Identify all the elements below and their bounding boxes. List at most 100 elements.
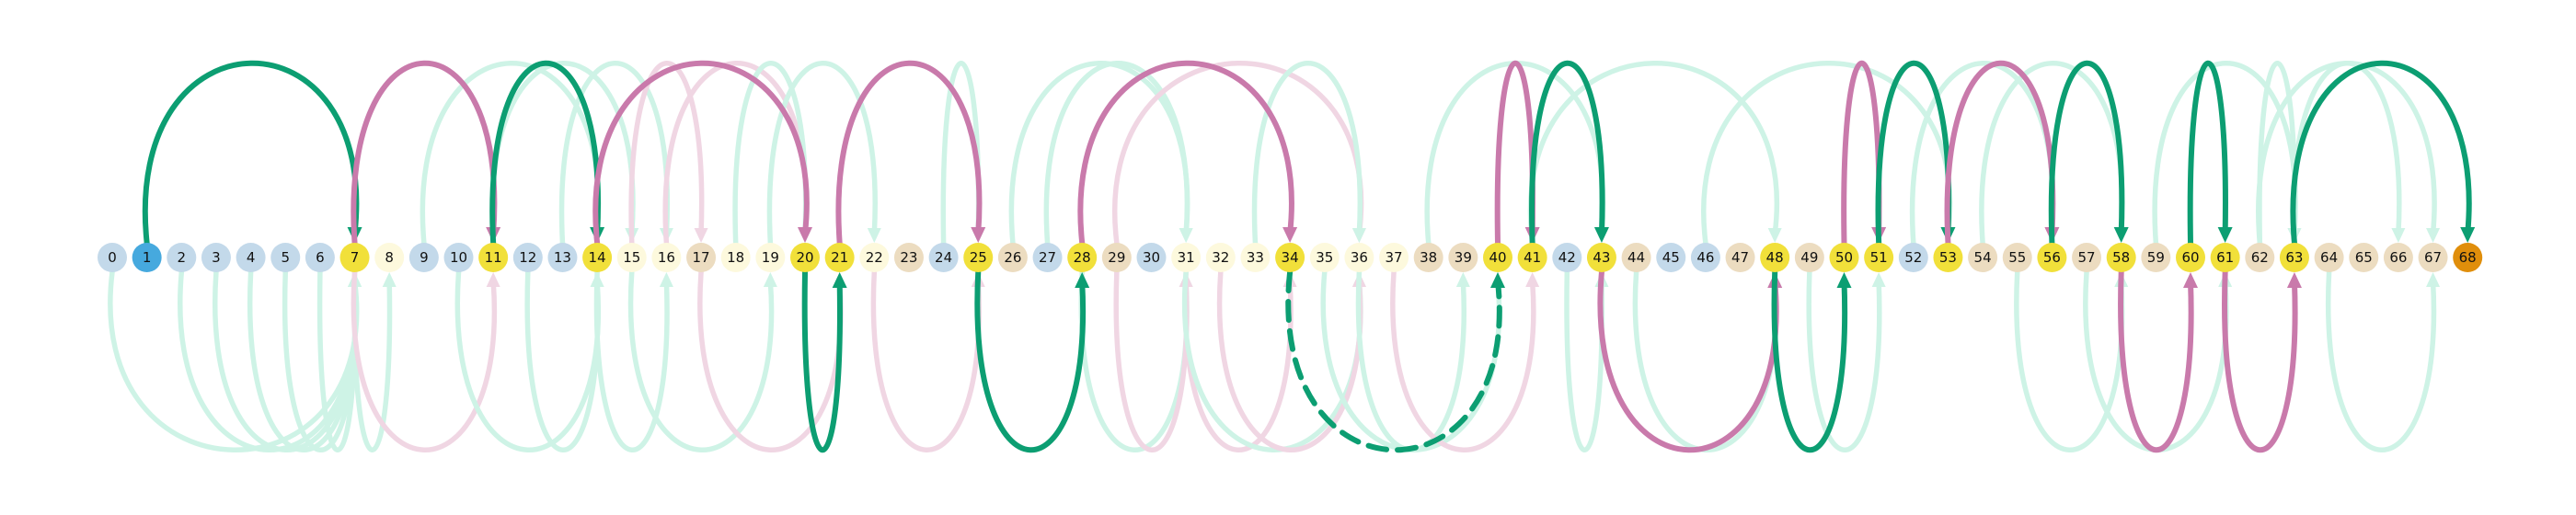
node-circle: [512, 243, 543, 272]
node-label: 7: [351, 249, 360, 266]
node-11: 11: [478, 243, 509, 272]
node-64: 64: [2314, 243, 2344, 272]
edge-41-to-48: [1527, 61, 1779, 246]
node-circle: [859, 243, 890, 272]
node-32: 32: [1205, 243, 1236, 272]
node-circle: [236, 243, 266, 272]
node-circle: [1101, 243, 1132, 272]
node-label: 56: [2043, 249, 2061, 266]
node-label: 31: [1178, 249, 1195, 266]
edge-arrowhead-60-to-61: [2217, 227, 2233, 243]
node-circle: [1517, 243, 1547, 272]
edge-19-to-22: [766, 61, 878, 246]
edge-arrowhead-7-to-8: [382, 272, 397, 287]
edge-arrowhead-49-to-51: [1871, 272, 1886, 287]
node-12: 12: [512, 243, 543, 272]
node-label: 36: [1351, 249, 1368, 266]
edge-42-to-43: [1564, 269, 1605, 452]
edge-46-to-53: [1701, 61, 1953, 246]
edge-1-to-7: [142, 60, 360, 246]
node-label: 47: [1731, 249, 1749, 266]
edge-22-to-25: [870, 269, 982, 452]
node-circle: [374, 243, 405, 272]
node-label: 2: [178, 249, 187, 266]
node-circle: [2002, 243, 2032, 272]
node-circle: [1067, 243, 1098, 272]
edge-arrowhead-64-to-67: [2426, 272, 2441, 287]
node-56: 56: [2037, 243, 2067, 272]
node-circle: [1794, 243, 1824, 272]
node-label: 12: [519, 249, 536, 266]
edge-63-to-66: [2291, 61, 2402, 246]
node-circle: [997, 243, 1028, 272]
node-circle: [1032, 243, 1063, 272]
node-24: 24: [928, 243, 959, 272]
edge-29-to-31: [1113, 269, 1190, 452]
node-30: 30: [1136, 243, 1167, 272]
node-38: 38: [1413, 243, 1443, 272]
node-36: 36: [1344, 243, 1374, 272]
node-circle: [755, 243, 786, 272]
node-22: 22: [859, 243, 890, 272]
node-circle: [1136, 243, 1167, 272]
node-circle: [651, 243, 682, 272]
edge-arrowhead-41-to-48: [1767, 228, 1782, 243]
node-label: 35: [1316, 249, 1333, 266]
node-circle: [582, 243, 613, 272]
node-circle: [1240, 243, 1271, 272]
node-65: 65: [2349, 243, 2379, 272]
edge-32-to-36: [1216, 269, 1363, 452]
node-circle: [1413, 243, 1443, 272]
node-label: 55: [2008, 249, 2026, 266]
node-29: 29: [1101, 243, 1132, 272]
node-33: 33: [1240, 243, 1271, 272]
node-47: 47: [1725, 243, 1755, 272]
node-circle: [824, 243, 855, 272]
edge-15-to-19: [627, 269, 775, 452]
edge-33-to-36: [1251, 61, 1363, 246]
node-circle: [2106, 243, 2136, 272]
node-10: 10: [443, 243, 474, 272]
node-label: 65: [2355, 249, 2373, 266]
edge-35-to-40: [1320, 269, 1502, 452]
node-label: 4: [247, 249, 256, 266]
node-49: 49: [1794, 243, 1824, 272]
edge-43-to-48: [1597, 269, 1779, 453]
node-circle: [1309, 243, 1340, 272]
edge-55-to-58: [2014, 269, 2125, 452]
node-circle: [201, 243, 231, 272]
edge-9-to-14: [420, 61, 602, 246]
edge-arrowhead-41-to-43: [1593, 227, 1609, 243]
node-60: 60: [2176, 243, 2205, 272]
node-label: 17: [693, 249, 710, 266]
node-circle: [547, 243, 578, 272]
faint-edge-layer: [108, 60, 2441, 452]
node-28: 28: [1067, 243, 1098, 272]
edge-arrowhead-25-to-28: [1075, 272, 1090, 288]
node-label: 8: [385, 249, 394, 266]
node-14: 14: [582, 243, 613, 272]
node-23: 23: [893, 243, 924, 272]
node-circle: [2176, 243, 2205, 272]
node-circle: [616, 243, 647, 272]
edge-20-to-21: [801, 269, 843, 453]
node-label: 41: [1524, 249, 1541, 266]
node-21: 21: [824, 243, 855, 272]
node-circle: [963, 243, 994, 272]
node-13: 13: [547, 243, 578, 272]
node-circle: [167, 243, 197, 272]
edge-58-to-60: [2118, 269, 2194, 453]
edge-14-to-16: [593, 269, 670, 452]
edge-arrowhead-33-to-36: [1351, 228, 1366, 243]
node-61: 61: [2210, 243, 2240, 272]
node-label: 25: [970, 249, 987, 266]
node-63: 63: [2279, 243, 2309, 272]
node-label: 37: [1386, 249, 1403, 266]
node-circle: [1864, 243, 1894, 272]
node-53: 53: [1933, 243, 1963, 272]
edge-7-to-11: [351, 60, 498, 246]
edge-53-to-56: [1944, 60, 2056, 246]
node-circle: [720, 243, 751, 272]
